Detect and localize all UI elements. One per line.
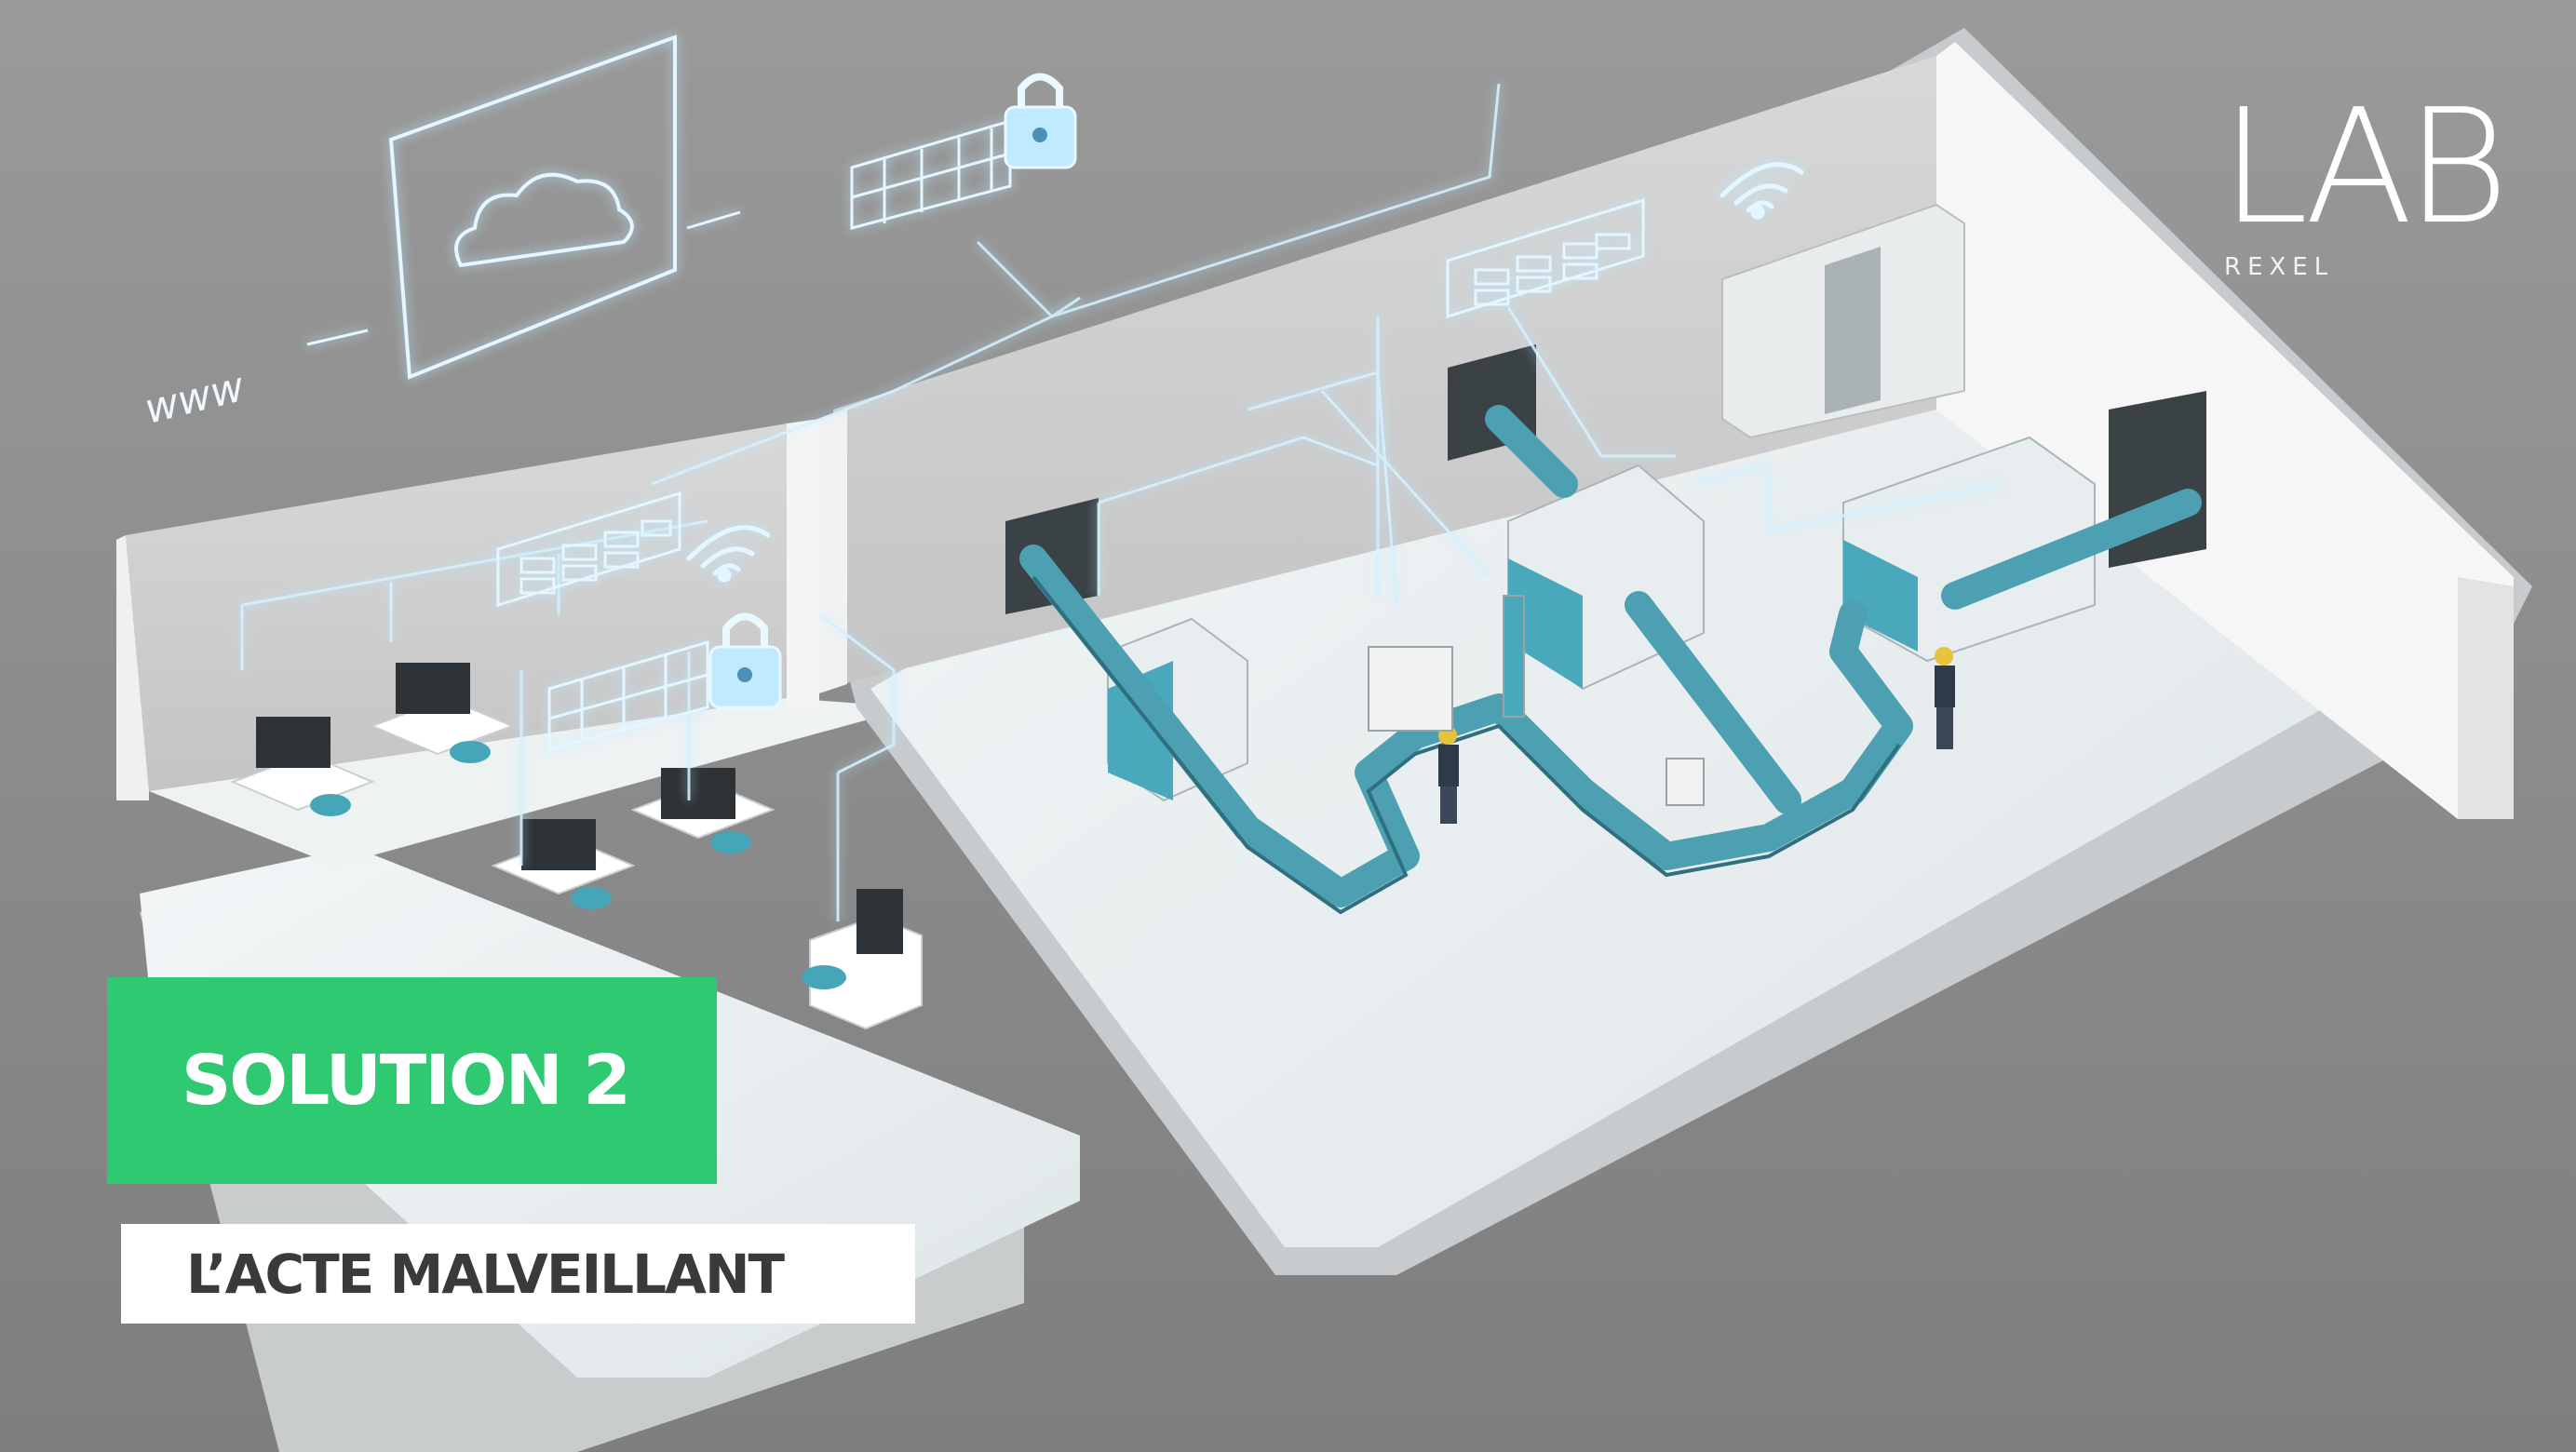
wifi-icon: [686, 162, 1804, 583]
subtitle-banner: L’ACTE MALVEILLANT: [121, 1224, 915, 1324]
network-switch-icon: [496, 197, 1645, 608]
factory-room: [819, 28, 2532, 1275]
cloud-icon: [388, 34, 677, 380]
solution-banner: SOLUTION 2: [107, 977, 717, 1184]
lock-icon: [708, 73, 1077, 709]
logo-mark: LAB: [2220, 75, 2509, 260]
lab-rexel-logo: LAB REXEL: [2220, 75, 2518, 289]
subtitle-label: L’ACTE MALVEILLANT: [186, 1242, 785, 1306]
firewall-icon: [547, 118, 1012, 751]
solution-label: SOLUTION 2: [182, 1041, 631, 1121]
network-overlay: [240, 83, 2003, 921]
logo-subtext: REXEL: [2224, 253, 2335, 281]
